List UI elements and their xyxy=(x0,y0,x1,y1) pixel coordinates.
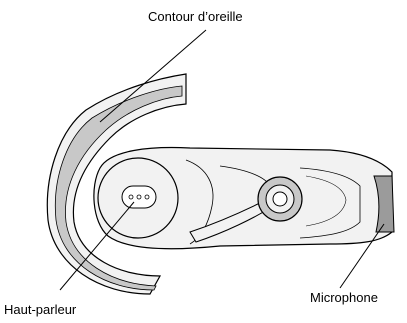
label-ear-hook: Contour d’oreille xyxy=(148,9,243,24)
button-center xyxy=(273,192,287,206)
label-microphone: Microphone xyxy=(310,290,378,305)
speaker-grille xyxy=(122,186,156,208)
label-speaker: Haut-parleur xyxy=(4,302,77,317)
